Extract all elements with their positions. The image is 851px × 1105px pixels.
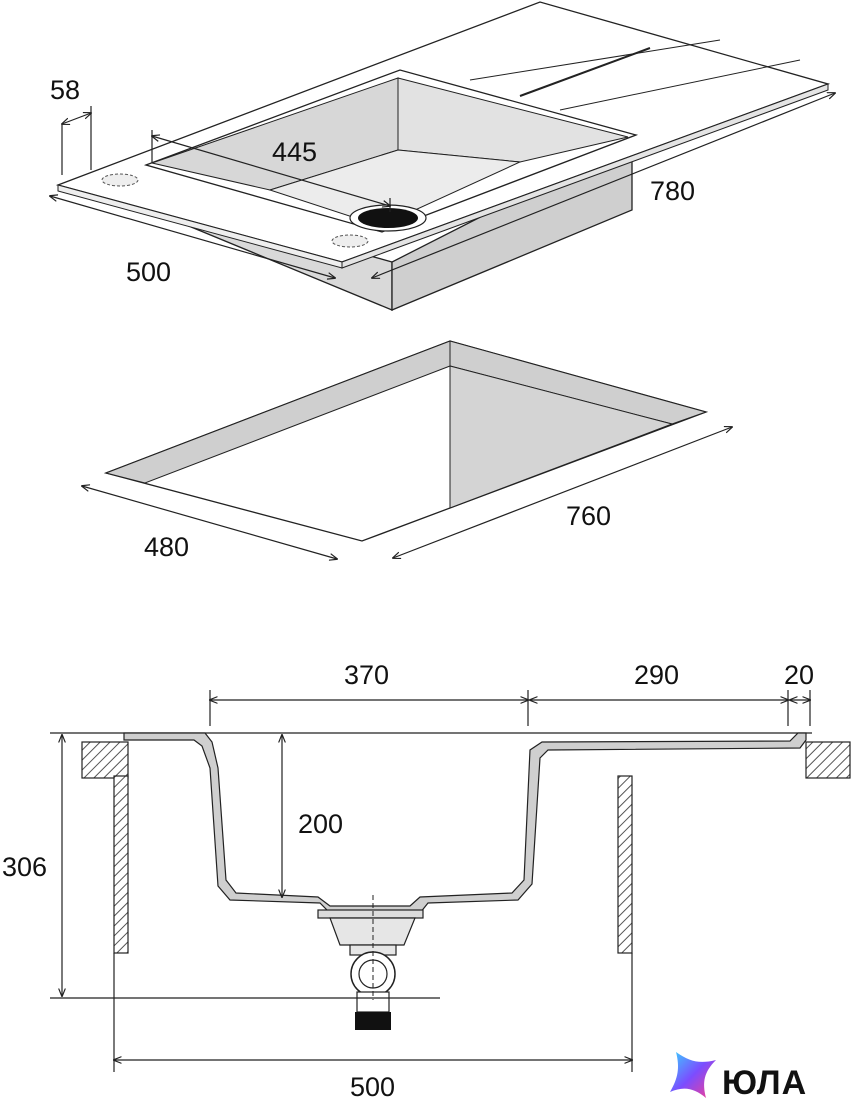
countertop-block-right	[805, 741, 851, 779]
sink-iso-view: 58 445 780 500	[50, 1, 835, 311]
overflow-hole-marker	[331, 234, 369, 248]
dim-arrow-500-top	[50, 196, 335, 278]
logo-star-icon	[670, 1052, 716, 1098]
cabinet-wall-left	[113, 775, 129, 954]
dim-arrow-445	[152, 136, 390, 206]
dim-label-290: 290	[634, 660, 679, 690]
dim-label-760: 760	[566, 501, 611, 531]
faucet-hole-marker	[101, 173, 139, 187]
drain-flange	[317, 909, 424, 919]
dim-label-480: 480	[144, 532, 189, 562]
dim-label-58: 58	[50, 75, 80, 105]
brand-logo: ЮЛА	[670, 1052, 807, 1102]
dim-label-500-top: 500	[126, 257, 171, 287]
dim-label-200: 200	[298, 809, 343, 839]
dim-label-370: 370	[344, 660, 389, 690]
drain-opening	[358, 208, 418, 228]
dim-label-500-bottom: 500	[350, 1072, 395, 1100]
dim-label-306: 306	[2, 852, 47, 882]
dim-label-445: 445	[272, 137, 317, 167]
sink-section-view: 370 290 20 200 306 500	[2, 660, 851, 1102]
drain-outlet-connector	[355, 1012, 391, 1030]
dim-arrow-480	[82, 486, 337, 559]
countertop-block-left	[81, 741, 129, 779]
dim-arrow-760	[393, 427, 732, 558]
dim-label-20: 20	[784, 660, 814, 690]
dim-arrow-58	[62, 113, 91, 124]
dim-label-780: 780	[650, 176, 695, 206]
cabinet-wall-right	[617, 775, 633, 954]
logo-text: ЮЛА	[722, 1064, 807, 1100]
drainboard-groove	[469, 39, 721, 81]
dim-arrow-780	[372, 93, 835, 278]
cutout-iso-view: 760 480	[82, 340, 732, 562]
drainboard-groove	[519, 47, 651, 97]
sink-section-profile	[123, 732, 807, 914]
